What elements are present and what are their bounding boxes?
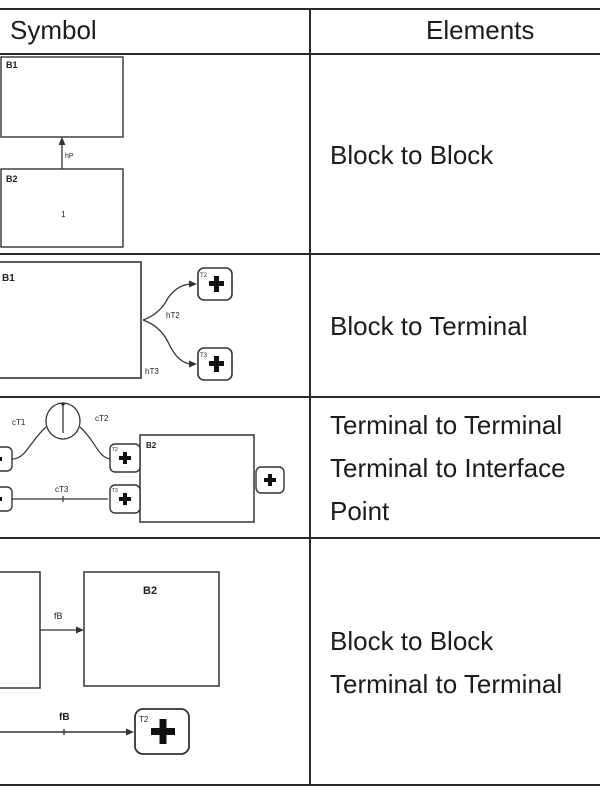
elements-row3-line3: Point [330, 496, 390, 526]
block-value: 1 [61, 210, 66, 219]
table-border-row1 [0, 253, 600, 255]
flow-label-ht3: hT3 [145, 367, 159, 376]
terminal-label-t2: T2 [139, 715, 149, 724]
table-column-divider [309, 8, 311, 786]
terminal-plus-icon: T2 [109, 443, 141, 473]
header-elements: Elements [426, 15, 535, 45]
terminal-plus-icon: T2 [134, 708, 190, 755]
symbol-terminal-to-terminal: cT1 cT2 cT3 B2 T2 T3 [0, 402, 285, 523]
flow-label-ct2: cT2 [95, 414, 109, 423]
elements-row2-line1: Block to Terminal [330, 311, 528, 341]
flow-label-ct1: cT1 [12, 418, 26, 427]
terminal-label-t3: T3 [112, 488, 118, 494]
elements-row4-line1: Block to Block [330, 626, 494, 656]
terminal-label-t2: T2 [200, 273, 208, 279]
terminal-plus-icon [0, 446, 13, 472]
symbol-block-to-block-horizontal: B2 fB fB T2 [0, 571, 220, 755]
table-border-row2 [0, 396, 600, 398]
terminal-plus-icon [0, 486, 13, 512]
block-label-b1: B1 [6, 60, 18, 70]
flow-label-hp: hP [65, 153, 74, 160]
header-symbol: Symbol [10, 15, 97, 45]
elements-row1-line1: Block to Block [330, 140, 494, 170]
table-border-row3 [0, 537, 600, 539]
table-border-header [0, 53, 600, 55]
terminal-plus-icon: T3 [197, 347, 233, 381]
terminal-plus-icon [255, 466, 285, 494]
flow-label-ct3: cT3 [55, 485, 69, 494]
table-border-top [0, 8, 600, 10]
flow-label-fb-upper: fB [54, 611, 63, 621]
symbol-block-to-block-vertical: B1 hP B2 1 [0, 56, 124, 248]
terminal-plus-icon: T3 [109, 484, 141, 514]
block-label-b2: B2 [6, 174, 18, 184]
symbol-block-to-terminal: B1 hT2 hT3 T2 T3 [0, 261, 233, 381]
elements-row3-line2: Terminal to Interface [330, 453, 566, 483]
flow-label-ht2: hT2 [166, 311, 180, 320]
terminal-label-t2: T2 [112, 447, 118, 453]
terminal-plus-icon: T2 [197, 267, 233, 301]
elements-row4-line2: Terminal to Terminal [330, 669, 563, 699]
block-label-b2: B2 [143, 585, 157, 597]
block-label-b2: B2 [146, 441, 157, 450]
terminal-label-t3: T3 [200, 353, 208, 359]
table-border-bottom [0, 784, 600, 786]
flow-label-fb-lower: fB [59, 712, 70, 723]
elements-row3-line1: Terminal to Terminal [330, 410, 563, 440]
block-label-b1: B1 [2, 273, 15, 284]
